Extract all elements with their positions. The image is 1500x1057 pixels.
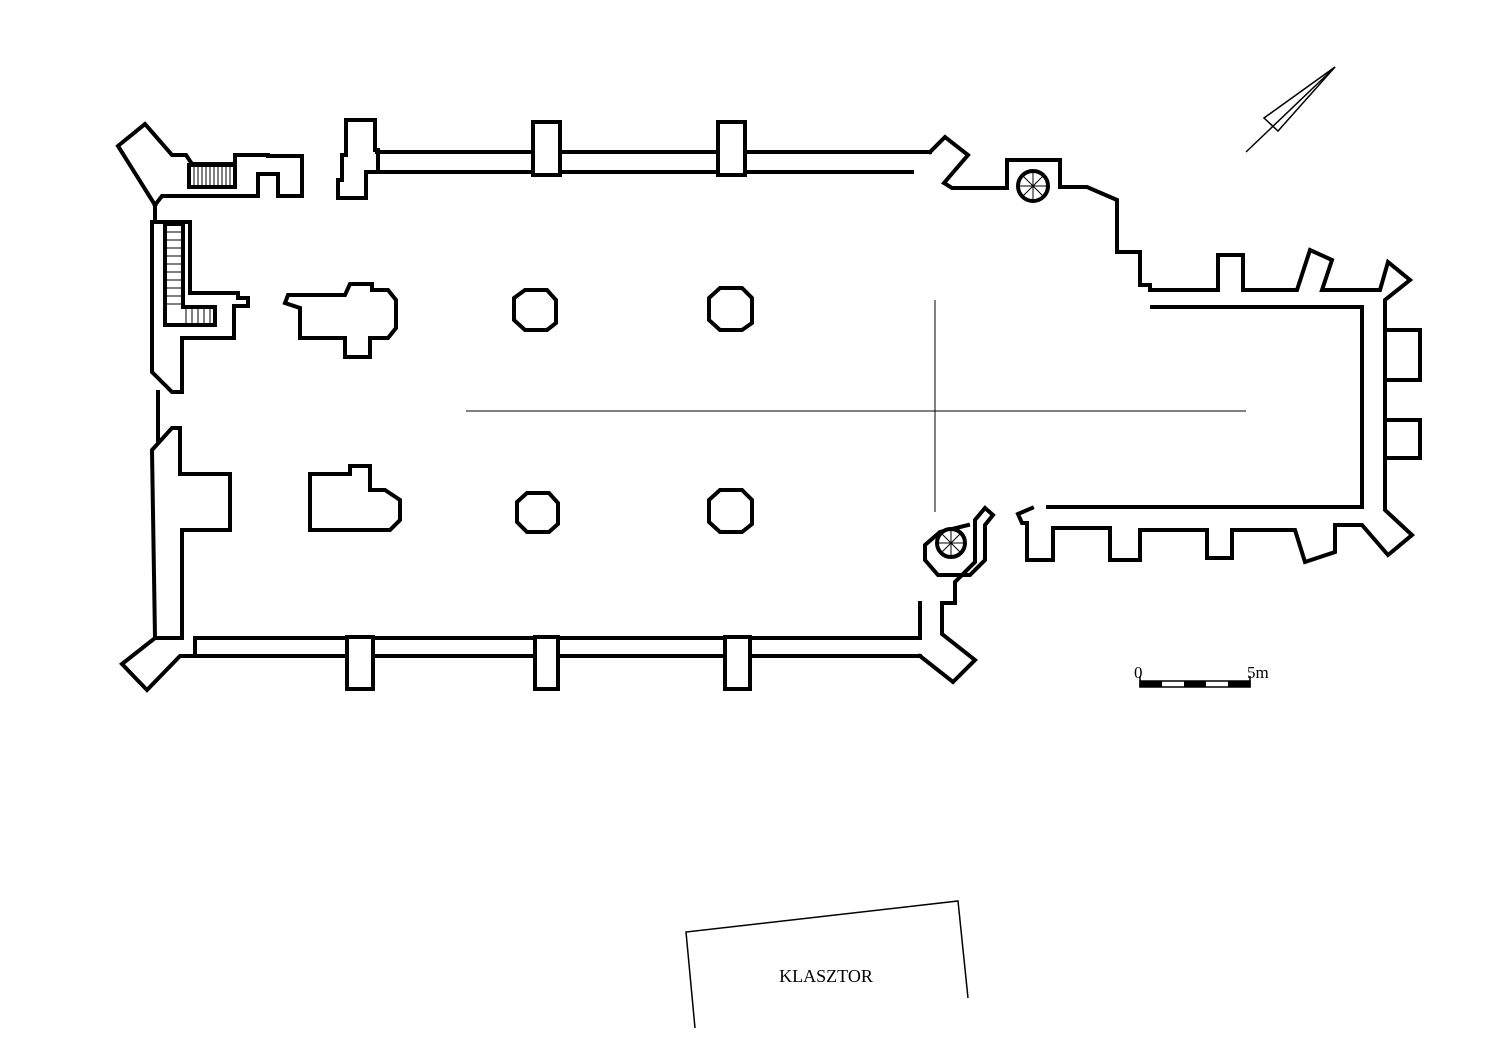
spiral-stair-north-icon [1016,169,1050,203]
interior-piers [282,282,754,534]
north-transept-wall [927,134,1422,565]
scale-start-label: 0 [1134,663,1143,682]
cloister-label: KLASZTOR [779,966,873,986]
northwest-tower [115,118,380,208]
southwest-buttress [119,635,197,693]
scale-bar: 0 5m [1134,663,1269,688]
stair-treads-west [167,231,211,323]
south-nave-wall [193,601,979,691]
north-arrow-icon [1245,66,1336,153]
stair-treads-north [193,167,231,185]
scale-end-label: 5m [1247,663,1269,682]
axis-lines [466,300,1246,512]
west-wall [149,203,250,640]
cloister-outline: KLASZTOR [685,900,969,1029]
southeast-stair-turret [923,505,996,605]
spiral-stair-south-icon [935,527,967,559]
north-nave-wall [375,120,932,177]
